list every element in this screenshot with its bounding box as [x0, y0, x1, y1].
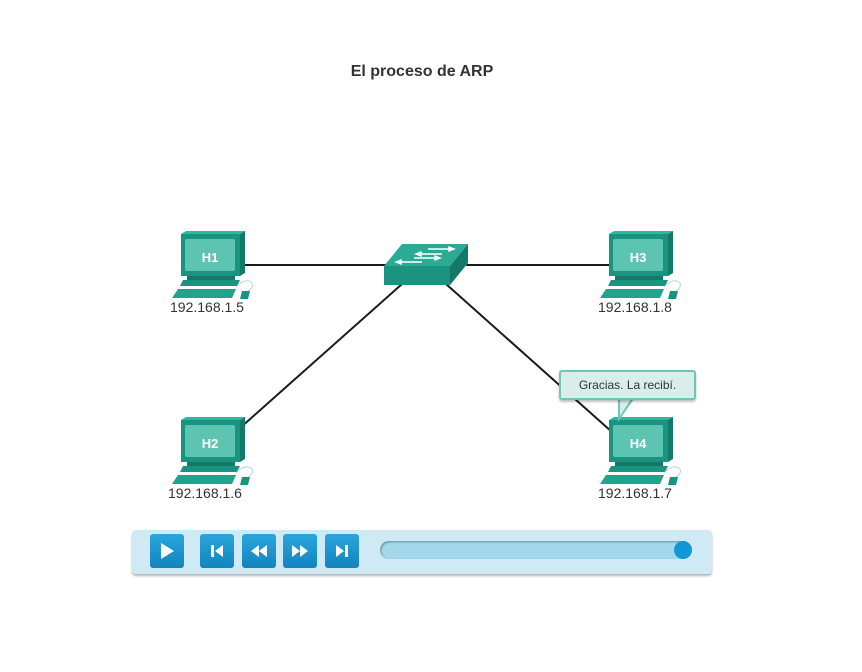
ip-label-h3: 192.168.1.8: [598, 299, 672, 315]
ip-label-h4: 192.168.1.7: [598, 485, 672, 501]
host-h1[interactable]: H1: [172, 231, 253, 299]
mouse: [240, 477, 250, 485]
keyboard: [172, 289, 236, 298]
host-h2[interactable]: H2: [172, 417, 253, 485]
diagram-title: El proceso de ARP: [350, 63, 494, 80]
playback-controls: [132, 530, 712, 574]
speech-bubble-tail-inner: [620, 396, 633, 416]
progress-slider-thumb[interactable]: [673, 541, 692, 559]
fast-forward-button[interactable]: [283, 534, 317, 568]
ip-label-h1: 192.168.1.5: [170, 299, 244, 315]
fast-forward-icon: [292, 545, 308, 557]
link-h4-switch: [445, 283, 613, 433]
host-label: H2: [202, 436, 219, 451]
keyboard: [600, 475, 664, 484]
speech-bubble: Gracias. La recibí.: [559, 370, 696, 400]
monitor-screen: [613, 425, 663, 457]
monitor-screen: [185, 239, 235, 271]
play-button[interactable]: [150, 534, 184, 568]
host-h4[interactable]: H4: [600, 417, 681, 485]
link-h2-switch: [239, 283, 403, 429]
mouse: [240, 291, 250, 299]
skip-forward-icon: [336, 545, 348, 557]
keyboard: [172, 475, 236, 484]
network-switch-icon[interactable]: [384, 244, 468, 285]
skip-to-end-button[interactable]: [325, 534, 359, 568]
host-h3[interactable]: H3: [600, 231, 681, 299]
monitor-screen: [613, 239, 663, 271]
host-label: H4: [630, 436, 647, 451]
skip-to-start-button[interactable]: [200, 534, 234, 568]
mouse: [668, 291, 678, 299]
host-label: H3: [630, 250, 647, 265]
rewind-button[interactable]: [242, 534, 276, 568]
skip-back-icon: [211, 545, 223, 557]
rewind-icon: [251, 545, 267, 557]
keyboard: [600, 289, 664, 298]
monitor-screen: [185, 425, 235, 457]
progress-slider[interactable]: [380, 541, 692, 559]
ip-label-h2: 192.168.1.6: [168, 485, 242, 501]
mouse: [668, 477, 678, 485]
host-label: H1: [202, 250, 219, 265]
play-icon: [161, 543, 174, 559]
